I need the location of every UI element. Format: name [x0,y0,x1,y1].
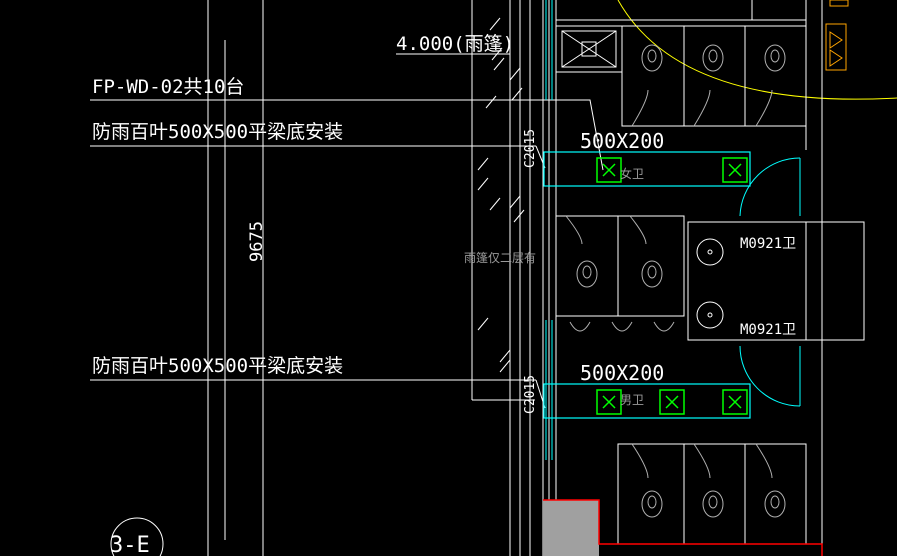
window-upper-label: C2015 [523,129,538,168]
window-lower-label: C2015 [523,375,538,414]
door-lower-label: M0921卫 [740,322,796,338]
urinals [569,321,675,332]
axis-bubble [110,517,164,556]
door-upper [739,157,801,217]
louver-lower-label: 防雨百叶500X500平梁底安装 [92,355,343,377]
fan-spec-label: FP-WD-02共10台 [92,76,244,98]
door-lower [739,345,801,407]
structural-column [543,499,823,556]
duct-lower [543,383,751,419]
yellow-arc [617,0,897,100]
window-lines [545,0,553,460]
building-lines [207,0,557,556]
door-upper-label: M0921卫 [740,236,796,252]
upper-toilet-block [555,0,823,556]
room-tag-upper: 女卫 [620,166,644,181]
floor-drain [561,30,617,68]
louver-upper-label: 防雨百叶500X500平梁底安装 [92,121,343,143]
equipment-icon [825,0,849,71]
duct-upper [543,151,751,187]
lower-toilet-block [600,443,822,545]
squat-toilets-upper [631,44,786,127]
squat-toilets-middle [565,215,663,288]
room-tag-lower: 男卫 [620,393,644,407]
wash-basins [696,238,724,329]
squat-toilets-lower [631,443,786,518]
duct-upper-label: 500X200 [580,129,664,153]
axis-label: 3-E [110,533,150,556]
canopy-hatch [477,17,525,373]
middle-toilet-block [555,215,865,341]
leader-lines [90,53,604,409]
elevation-label: 4.000(雨篷) [396,33,514,55]
dimension-label: 9675 [247,221,267,262]
duct-lower-label: 500X200 [580,361,664,385]
fans-upper [596,157,748,183]
canopy-note: 雨篷仅二层有 [464,250,536,265]
fans-lower [596,389,748,415]
